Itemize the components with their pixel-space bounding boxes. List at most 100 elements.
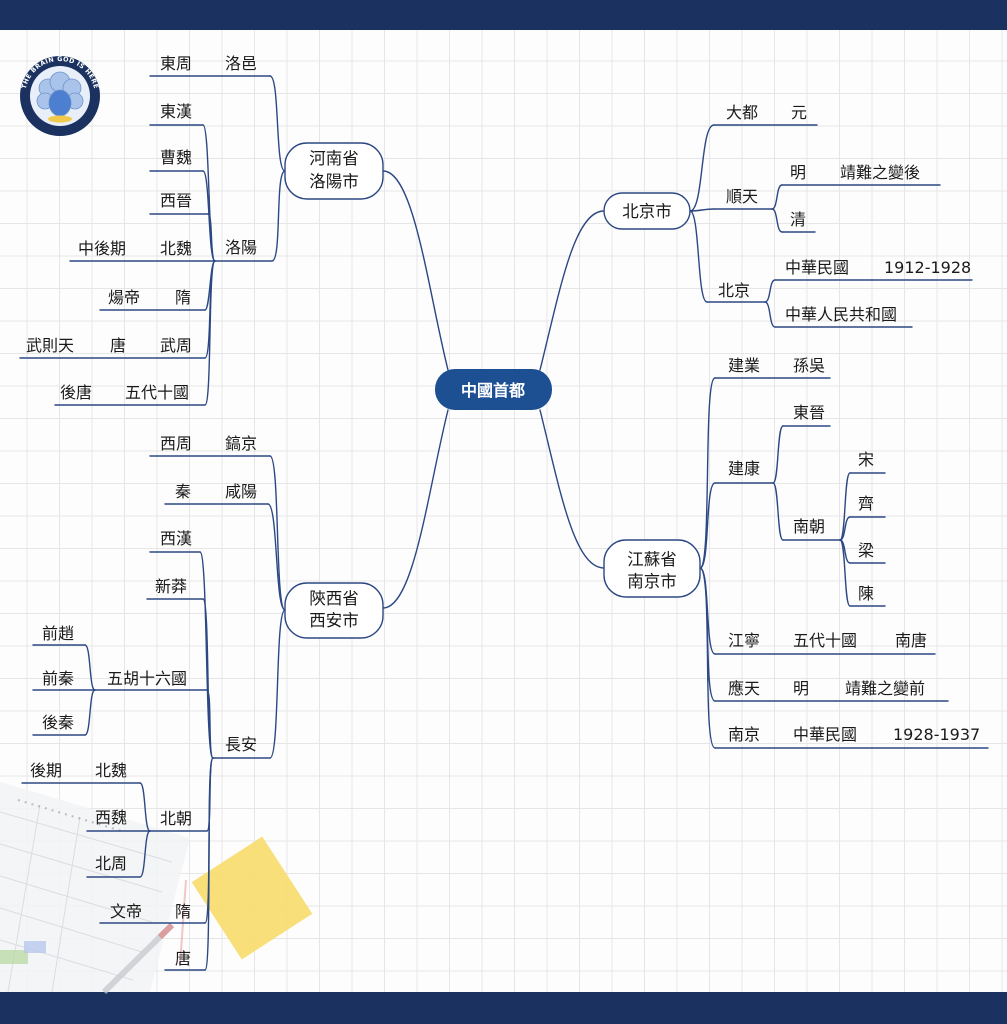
connector-center-nanjing xyxy=(539,409,605,569)
label-haojing: 鎬京 xyxy=(225,434,257,453)
node-beijing: 北京市 xyxy=(603,192,691,230)
label-chen: 陳 xyxy=(858,584,874,603)
label-yuan: 元 xyxy=(791,103,807,122)
node-luoyang-province: 河南省 xyxy=(309,149,359,168)
label-northern-wei-late: 後期 xyxy=(30,761,62,780)
nanjing-labels: 建業 孫吳 建康 東晉 南朝 宋 齊 梁 陳 江寧 五代十國 南唐 應天 明 靖… xyxy=(728,356,980,744)
label-beijing-roc-years: 1912-1928 xyxy=(884,258,971,277)
connector-eastern-han xyxy=(202,124,216,262)
label-shuntian-ming-note: 靖難之變後 xyxy=(840,163,920,182)
connector-luoyi xyxy=(269,75,286,172)
connector-shuntian-ming xyxy=(771,184,783,210)
label-wu-zetian: 武則天 xyxy=(26,336,74,355)
label-luoyi: 洛邑 xyxy=(225,54,257,73)
connector-southern-dynasties xyxy=(772,482,784,541)
connector-qi xyxy=(839,516,851,541)
node-xian-city: 西安市 xyxy=(309,611,359,630)
label-tang: 唐 xyxy=(175,949,191,968)
label-northern-dynasties: 北朝 xyxy=(160,809,192,828)
nanjing-branch-lines xyxy=(699,377,989,749)
label-luoyang-northern-wei: 北魏 xyxy=(160,239,192,258)
luoyang-branch-lines xyxy=(19,75,286,406)
center-connectors xyxy=(382,170,605,609)
connector-later-qin xyxy=(84,689,96,736)
connector-center-xian xyxy=(382,409,449,609)
label-beijing-city: 北京 xyxy=(718,281,750,300)
label-qing: 清 xyxy=(790,210,806,229)
xian-branch-lines xyxy=(21,455,286,971)
label-luoyang-sui: 隋 xyxy=(175,288,191,307)
connector-haojing xyxy=(269,455,286,611)
grid-background xyxy=(0,30,1007,992)
label-northern-wei-period: 中後期 xyxy=(78,239,126,258)
label-shuntian-ming: 明 xyxy=(790,163,806,182)
label-western-zhou: 西周 xyxy=(160,434,192,453)
center-node-label: 中國首都 xyxy=(461,381,525,400)
label-wu-zhou: 武周 xyxy=(160,336,192,355)
connector-xin xyxy=(202,598,214,759)
label-southern-tang: 南唐 xyxy=(895,631,927,650)
center-node-box xyxy=(435,369,552,410)
label-western-han: 西漢 xyxy=(160,529,192,548)
notebook-blue-tab xyxy=(24,941,46,953)
label-western-jin: 西晉 xyxy=(160,191,192,210)
connector-luoyang-city xyxy=(271,170,286,262)
label-yingtian-ming: 明 xyxy=(793,679,809,698)
label-jianye: 建業 xyxy=(728,356,760,375)
label-changan-northern-wei: 北魏 xyxy=(95,761,127,780)
node-luoyang-city: 洛陽市 xyxy=(309,172,359,191)
connector-changan-northern-wei xyxy=(139,782,151,832)
node-beijing-box xyxy=(603,192,691,230)
beijing-labels: 大都 元 順天 明 靖難之變後 清 北京 中華民國 1912-1928 中華人民… xyxy=(718,103,971,324)
label-changan-sui: 隋 xyxy=(175,902,191,921)
node-luoyang-box xyxy=(284,142,384,200)
label-beijing-prc: 中華人民共和國 xyxy=(785,305,897,324)
sticky-note xyxy=(191,836,313,960)
label-jiangning: 江寧 xyxy=(728,631,760,650)
beijing-branch-lines xyxy=(689,124,973,328)
node-xian-box xyxy=(284,582,384,639)
notebook-ruled-lines xyxy=(0,804,173,993)
node-nanjing-box xyxy=(603,539,701,598)
connector-former-zhao xyxy=(84,644,96,691)
label-later-tang: 後唐 xyxy=(60,383,92,402)
label-qi: 齊 xyxy=(858,494,874,513)
label-nanjing-city: 南京 xyxy=(728,725,760,744)
connector-jiankang xyxy=(699,482,716,569)
center-node: 中國首都 xyxy=(435,369,552,410)
node-nanjing-city: 南京市 xyxy=(627,572,677,591)
label-emperor-wen: 文帝 xyxy=(110,902,142,921)
node-beijing-label: 北京市 xyxy=(622,202,672,221)
label-qin: 秦 xyxy=(175,482,191,501)
connector-sixteen-kingdoms xyxy=(206,689,214,759)
xian-labels: 西周 鎬京 秦 咸陽 長安 西漢 新莽 五胡十六國 前趙 前秦 後秦 北朝 後期… xyxy=(30,434,257,968)
label-yingtian: 應天 xyxy=(728,679,760,698)
label-five-dynasties: 五代十國 xyxy=(125,383,189,402)
connector-shuntian xyxy=(689,208,715,212)
label-emperor-yang: 煬帝 xyxy=(108,288,140,307)
label-changan: 長安 xyxy=(225,735,257,754)
label-dadu: 大都 xyxy=(726,103,758,122)
label-former-qin: 前秦 xyxy=(42,669,74,688)
node-luoyang: 河南省 洛陽市 xyxy=(284,142,384,200)
notebook-page xyxy=(0,782,190,992)
connector-song xyxy=(839,472,851,541)
label-sixteen-kingdoms: 五胡十六國 xyxy=(107,669,187,688)
label-song: 宋 xyxy=(858,450,874,469)
connector-beijing-roc xyxy=(764,279,776,303)
connector-western-jin xyxy=(207,213,216,262)
label-western-wei: 西魏 xyxy=(95,808,127,827)
label-eastern-zhou: 東周 xyxy=(160,54,192,73)
top-bar xyxy=(0,0,1007,30)
label-former-zhao: 前趙 xyxy=(42,624,74,643)
label-shuntian: 順天 xyxy=(726,187,758,206)
label-eastern-han: 東漢 xyxy=(160,102,192,121)
label-eastern-jin: 東晉 xyxy=(793,403,825,422)
node-nanjing-province: 江蘇省 xyxy=(627,550,677,569)
label-jiankang: 建康 xyxy=(728,459,760,478)
label-cao-wei: 曹魏 xyxy=(160,148,192,167)
pen-tip xyxy=(157,922,175,940)
node-xian-province: 陝西省 xyxy=(309,589,359,608)
label-luoyang-city: 洛陽 xyxy=(225,238,257,257)
